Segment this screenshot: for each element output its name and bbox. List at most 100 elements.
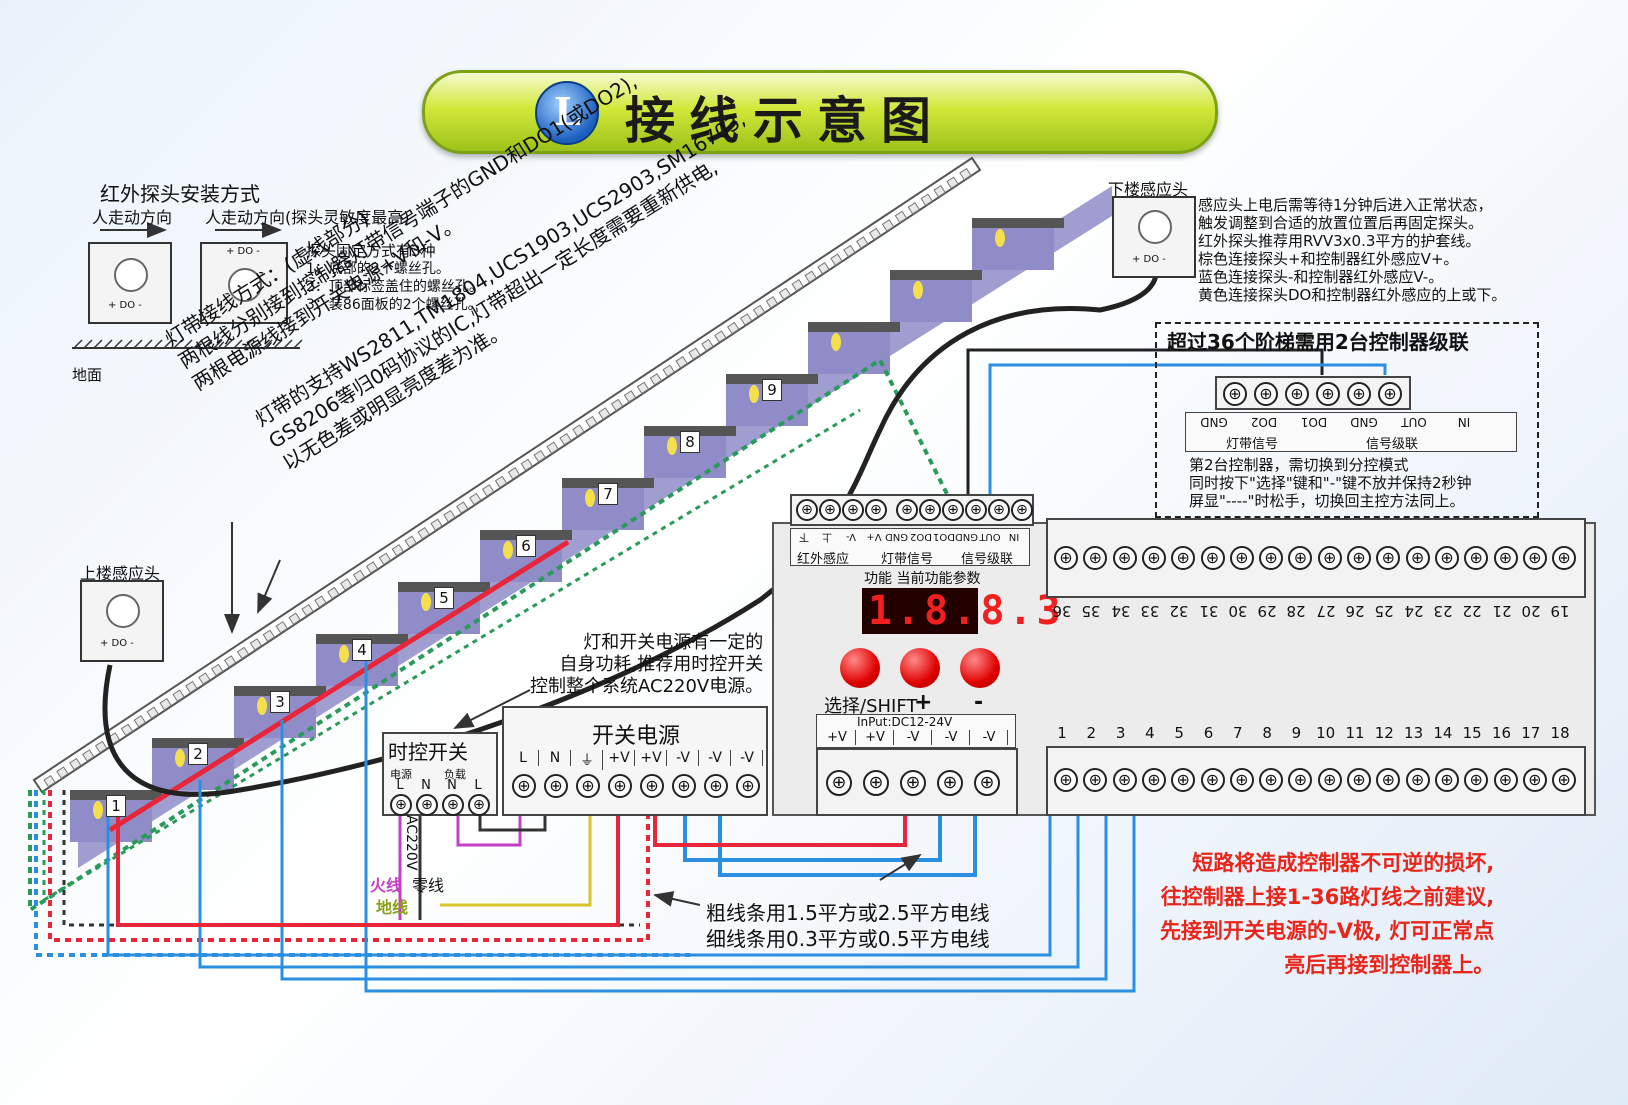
title-banner: L 接线示意图	[422, 70, 1218, 154]
channel-screw-upper[interactable]: ⊕	[1200, 546, 1225, 570]
channel-screw-upper[interactable]: ⊕	[1464, 546, 1489, 570]
timer-switch-title: 时控开关	[388, 740, 468, 764]
channel-screw-upper[interactable]: ⊕	[1405, 546, 1430, 570]
sensor-eye-icon-b	[228, 268, 262, 302]
channel-screw-lower[interactable]: ⊕	[1522, 768, 1547, 792]
psu-terminal-screw[interactable]: ⊕	[576, 774, 600, 798]
input-terminal-screw[interactable]: ⊕	[863, 770, 889, 796]
psu-terminal-screw[interactable]: ⊕	[544, 774, 568, 798]
shift-button[interactable]	[840, 648, 880, 688]
ir-terminal-screw[interactable]: ⊕	[796, 499, 818, 521]
channel-screw-upper[interactable]: ⊕	[1376, 546, 1401, 570]
channel-screw-upper[interactable]: ⊕	[1229, 546, 1254, 570]
strip-terminal-screw[interactable]: ⊕	[919, 499, 941, 521]
cascade-terminal-screw[interactable]: ⊕	[1223, 382, 1247, 406]
fix-method-2: 2：顶部标签盖住的螺丝孔。	[306, 279, 483, 295]
cascade-terminal-screw[interactable]: ⊕	[1347, 382, 1371, 406]
channel-screw-lower[interactable]: ⊕	[1405, 768, 1430, 792]
ir-terminal-screw[interactable]: ⊕	[842, 499, 864, 521]
channel-screw-lower[interactable]: ⊕	[1376, 768, 1401, 792]
logo-letter: L	[554, 89, 581, 134]
psu-terminal-screw[interactable]: ⊕	[608, 774, 632, 798]
channel-number-lower: 9	[1291, 724, 1302, 742]
strip-terminal-screw[interactable]: ⊕	[965, 499, 987, 521]
psu-terminal-screw[interactable]: ⊕	[736, 774, 760, 798]
psu-terminal-screw[interactable]: ⊕	[512, 774, 536, 798]
channel-number-upper: 28	[1286, 602, 1306, 620]
input-terminal-screw[interactable]: ⊕	[974, 770, 1000, 796]
power-supply: 开关电源 L⊕N⊕⏚⊕+V⊕+V⊕-V⊕-V⊕-V⊕	[502, 706, 768, 816]
channel-screw-lower[interactable]: ⊕	[1493, 768, 1518, 792]
ground-hatch	[233, 339, 243, 349]
ir-terminal-screw[interactable]: ⊕	[865, 499, 887, 521]
channel-screw-upper[interactable]: ⊕	[1171, 546, 1196, 570]
cascade-terminal-screw[interactable]: ⊕	[1254, 382, 1278, 406]
channel-screw-lower[interactable]: ⊕	[1112, 768, 1137, 792]
led-cell	[469, 492, 482, 506]
channel-screw-lower[interactable]: ⊕	[1288, 768, 1313, 792]
channel-screw-lower[interactable]: ⊕	[1434, 768, 1459, 792]
minus-button[interactable]	[960, 648, 1000, 688]
input-terminal-screw[interactable]: ⊕	[826, 770, 852, 796]
strip-terminal-screw[interactable]: ⊕	[1011, 499, 1033, 521]
led-cell	[314, 595, 327, 608]
channel-screw-upper[interactable]: ⊕	[1083, 546, 1108, 570]
strip-terminal-screw[interactable]: ⊕	[988, 499, 1010, 521]
channel-screw-lower[interactable]: ⊕	[1200, 768, 1225, 792]
controller-terminal-label: OUT	[979, 531, 1002, 542]
plus-button[interactable]	[900, 648, 940, 688]
led-cell	[933, 185, 946, 198]
channel-screw-lower[interactable]: ⊕	[1141, 768, 1166, 792]
led-cell	[572, 424, 585, 437]
cascade-terminal-screw[interactable]: ⊕	[1378, 382, 1402, 406]
timer-terminal-screw[interactable]: ⊕	[468, 794, 490, 816]
seven-segment-display: 1.8.8.3	[862, 588, 1061, 634]
channel-screw-upper[interactable]: ⊕	[1347, 546, 1371, 570]
led-cell	[172, 689, 185, 702]
channel-screw-upper[interactable]: ⊕	[1317, 546, 1342, 570]
psu-terminal-screw[interactable]: ⊕	[640, 774, 664, 798]
timer-terminal-screw[interactable]: ⊕	[416, 794, 438, 816]
psu-terminal-screw[interactable]: ⊕	[704, 774, 728, 798]
psu-terminal-screw[interactable]: ⊕	[672, 774, 696, 798]
channel-screw-upper[interactable]: ⊕	[1522, 546, 1547, 570]
strip-terminal-screw[interactable]: ⊕	[942, 499, 964, 521]
channel-number-lower: 12	[1374, 724, 1394, 742]
channel-screw-lower[interactable]: ⊕	[1464, 768, 1489, 792]
timer-terminal-screw[interactable]: ⊕	[442, 794, 464, 816]
channel-screw-lower[interactable]: ⊕	[1054, 768, 1078, 792]
sensor-up-label: 上楼感应头	[80, 564, 161, 583]
channel-number-upper: 23	[1433, 602, 1453, 620]
channel-screw-upper[interactable]: ⊕	[1552, 546, 1577, 570]
input-terminal-screw[interactable]: ⊕	[937, 770, 963, 796]
channel-screw-lower[interactable]: ⊕	[1229, 768, 1254, 792]
channel-screw-lower[interactable]: ⊕	[1317, 768, 1342, 792]
channel-screw-lower[interactable]: ⊕	[1259, 768, 1284, 792]
strip-terminal-screw[interactable]: ⊕	[896, 499, 918, 521]
input-terminal-screw[interactable]: ⊕	[900, 770, 926, 796]
step-number-tag: 7	[598, 483, 618, 505]
channel-screw-upper[interactable]: ⊕	[1112, 546, 1137, 570]
channel-screw-upper[interactable]: ⊕	[1288, 546, 1313, 570]
channel-screw-lower[interactable]: ⊕	[1552, 768, 1577, 792]
channel-screw-upper[interactable]: ⊕	[1493, 546, 1518, 570]
channel-number-upper: 19	[1550, 602, 1570, 620]
led-cell	[623, 390, 637, 403]
ground-hatch	[133, 339, 143, 349]
cascade-notes: 第2台控制器，需切换到分控模式 同时按下"选择"键和"-"键不放并保持2秒钟 屏…	[1189, 456, 1472, 510]
step-number-tag: 4	[352, 639, 372, 661]
controller-terminal-label: 下	[799, 531, 809, 542]
channel-screw-lower[interactable]: ⊕	[1171, 768, 1196, 792]
channel-screw-upper[interactable]: ⊕	[1434, 546, 1459, 570]
channel-screw-upper[interactable]: ⊕	[1054, 546, 1078, 570]
ir-terminal-screw[interactable]: ⊕	[819, 499, 841, 521]
channel-screw-upper[interactable]: ⊕	[1141, 546, 1166, 570]
channel-screw-upper[interactable]: ⊕	[1259, 546, 1284, 570]
channel-screw-lower[interactable]: ⊕	[1083, 768, 1108, 792]
cascade-terminal-screw[interactable]: ⊕	[1316, 382, 1340, 406]
channel-screw-lower[interactable]: ⊕	[1347, 768, 1371, 792]
ground-hatch	[263, 339, 273, 349]
cascade-terminal-screw[interactable]: ⊕	[1285, 382, 1309, 406]
timer-terminal-screw[interactable]: ⊕	[390, 794, 412, 816]
